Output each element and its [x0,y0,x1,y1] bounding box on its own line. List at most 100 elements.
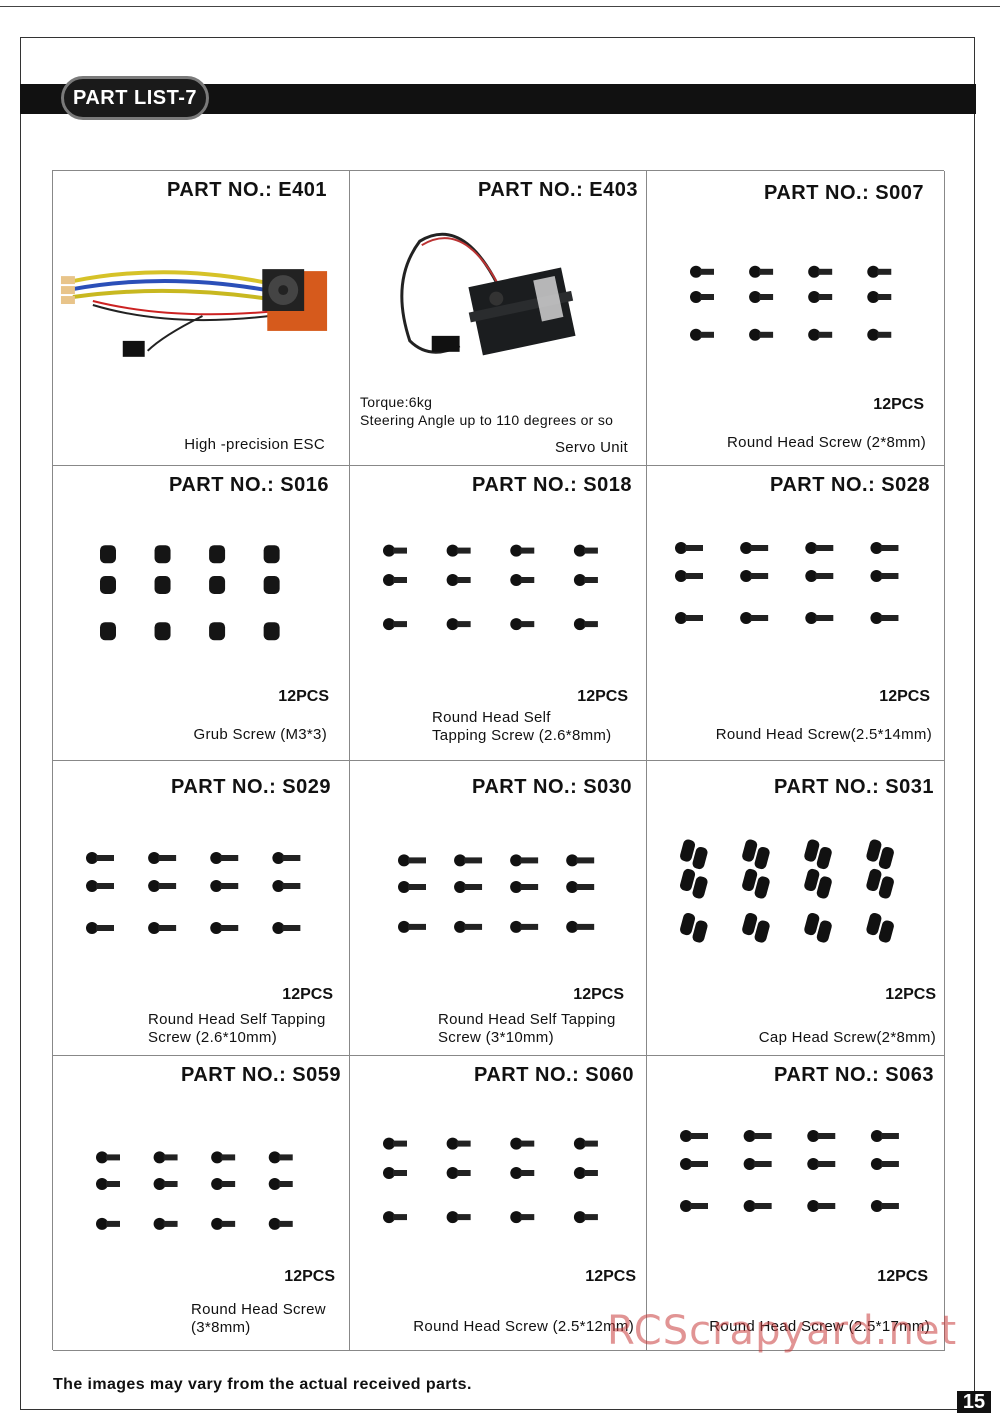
screw-piece [96,1217,120,1230]
screw-piece [100,576,116,594]
screw-piece [272,880,301,892]
screw-piece [211,1217,236,1230]
screw-piece [573,574,598,586]
part-quantity: 12PCS [282,986,333,1003]
screw-piece [804,913,832,943]
screw-piece [573,1167,598,1179]
part-quantity: 12PCS [278,688,329,705]
screw-drawing [680,839,894,943]
screw-piece [510,574,535,586]
screw-piece [870,1200,899,1212]
part-description: Cap Head Screw(2*8mm) [758,1029,936,1046]
cap-screw-image [647,831,944,956]
screw-piece [383,618,407,631]
part-cell-s029: PART NO.: S029 12PCS Round Head Self Tap… [53,761,350,1056]
part-number: PART NO.: S028 [770,474,930,496]
screw-image [53,1136,349,1251]
screw-piece [742,839,770,870]
screw-piece [743,1130,772,1142]
screw-piece [740,612,769,624]
screw-piece [566,881,595,893]
screw-piece [690,265,714,278]
screw-image [647,526,944,646]
screw-piece [680,913,708,943]
part-number: PART NO.: S031 [774,776,934,798]
screw-piece [210,852,239,864]
screw-piece [153,1217,178,1230]
part-number: PART NO.: S007 [764,182,924,204]
part-cell-e401: PART NO.: E401 High -precision ESC [53,171,350,466]
screw-piece [690,291,714,303]
screw-piece [566,854,595,867]
screw-piece [510,881,539,893]
screw-piece [749,291,774,303]
part-number: PART NO.: S016 [169,474,329,496]
grub-screw-image [53,531,349,661]
screw-piece [807,1200,836,1212]
part-description: Round Head Self Tapping Screw (2.6*10mm) [148,1011,326,1046]
screw-piece [690,328,714,341]
screw-drawing [100,545,280,641]
part-number: PART NO.: S018 [472,474,632,496]
screw-piece [867,291,892,303]
part-description: High -precision ESC [184,436,325,453]
screw-drawing [675,542,899,624]
screw-piece [566,920,595,933]
screw-piece [268,1217,293,1230]
footer-note: The images may vary from the actual rece… [53,1376,472,1393]
screw-piece [268,1178,293,1190]
screw-piece [867,265,892,278]
part-number: PART NO.: S029 [171,776,331,798]
screw-piece [263,545,280,564]
screw-piece [210,922,239,934]
screw-piece [263,622,280,641]
part-cell-s030: PART NO.: S030 12PCS Round Head Self Tap… [350,761,647,1056]
screw-drawing [680,1130,899,1212]
screw-piece [383,574,407,586]
screw-piece [870,612,899,624]
screw-piece [272,852,301,864]
screw-piece [268,1151,293,1164]
screw-image [647,1114,944,1234]
screw-piece [510,1211,535,1224]
screw-piece [510,1167,535,1179]
part-description: Grub Screw (M3*3) [193,726,327,743]
part-cell-s059: PART NO.: S059 12PCS Round Head Screw (3… [53,1056,350,1351]
parts-grid: PART NO.: E401 High -precision ESC PART … [52,170,945,1351]
screw-piece [870,570,899,582]
part-number: PART NO.: E401 [167,179,327,201]
part-description: Servo Unit [554,439,628,456]
screw-piece [383,544,407,557]
screw-piece [805,570,834,582]
screw-piece [805,542,834,554]
screw-piece [573,1137,598,1150]
screw-piece [743,1158,772,1170]
part-cell-s028: PART NO.: S028 12PCS Round Head Screw(2.… [647,466,945,761]
screw-piece [573,1211,598,1224]
screw-piece [740,570,769,582]
screw-piece [680,868,708,899]
part-number: PART NO.: S063 [774,1064,934,1086]
screw-piece [573,618,598,631]
screw-image [350,528,646,653]
screw-drawing [86,852,301,934]
screw-piece [573,544,598,557]
screw-drawing [383,1137,598,1224]
screw-piece [454,854,483,867]
screw-piece [446,1211,471,1224]
page-number: 15 [957,1391,991,1413]
screw-piece [510,854,539,867]
screw-drawing [383,544,598,631]
screw-piece [86,880,114,892]
part-cell-s016: PART NO.: S016 12PCS Grub Screw (M3*3) [53,466,350,761]
screw-piece [454,920,483,933]
part-cell-s007: PART NO.: S007 12PCS Round Head Screw (2… [647,171,945,466]
screw-piece [446,1167,471,1179]
screw-piece [870,1130,899,1142]
screw-piece [148,922,177,934]
screw-piece [96,1178,120,1190]
part-quantity: 12PCS [879,688,930,705]
screw-piece [100,622,116,641]
screw-drawing [398,854,595,933]
screw-piece [807,1130,836,1142]
